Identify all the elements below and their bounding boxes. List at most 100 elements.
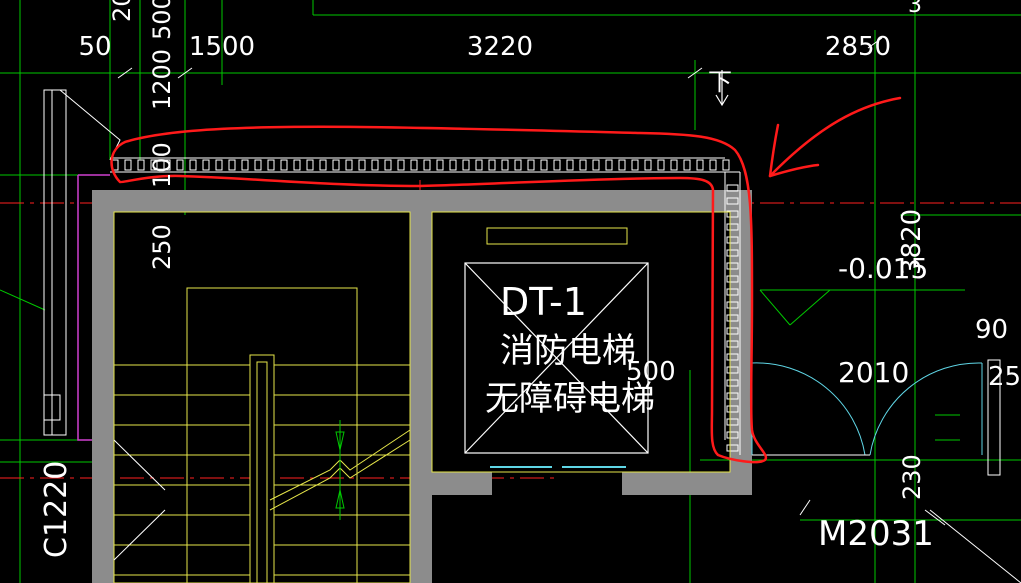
rail-tick bbox=[241, 159, 249, 171]
dim-top-2850: 2850 bbox=[825, 32, 891, 62]
rail-tick bbox=[215, 159, 223, 171]
rail-tick bbox=[726, 301, 739, 309]
rail-tick bbox=[163, 159, 171, 171]
rail-tick bbox=[345, 159, 353, 171]
rail-tick bbox=[726, 379, 739, 387]
rail-tick bbox=[726, 210, 739, 218]
rail-tick bbox=[254, 159, 262, 171]
rail-tick bbox=[579, 159, 587, 171]
dim-top-3: 3 bbox=[908, 0, 922, 18]
rail-tick bbox=[540, 159, 548, 171]
rail-tick bbox=[293, 159, 301, 171]
door-ref-mark bbox=[799, 499, 946, 526]
dim-left-1200: 1200 bbox=[148, 49, 176, 110]
rail-tick bbox=[189, 159, 197, 171]
rail-tick bbox=[592, 159, 600, 171]
dim-right-2010: 2010 bbox=[838, 356, 909, 389]
stair-arrow bbox=[335, 420, 345, 520]
rail-tick bbox=[726, 223, 739, 231]
dim-top-1500: 1500 bbox=[189, 32, 255, 62]
door-code-label: M2031 bbox=[818, 514, 934, 554]
dim-ticks bbox=[117, 37, 883, 79]
dim-left-20: 20 bbox=[108, 0, 136, 22]
elevator-accessible-label: 无障碍电梯 bbox=[485, 379, 655, 419]
window-left bbox=[43, 89, 121, 436]
rail-tick bbox=[726, 184, 739, 192]
rail-tick bbox=[410, 159, 418, 171]
level-label: -0.015 bbox=[838, 252, 928, 285]
rail-tick bbox=[150, 159, 158, 171]
annotation-loop bbox=[110, 96, 902, 464]
rail-tick bbox=[527, 159, 535, 171]
rail-tick bbox=[726, 366, 739, 374]
rail-tick bbox=[726, 314, 739, 322]
rail-tick bbox=[726, 353, 739, 361]
rail-tick bbox=[726, 275, 739, 283]
rail-tick bbox=[726, 262, 739, 270]
rail-tick bbox=[137, 159, 145, 171]
rail-tick bbox=[726, 418, 739, 426]
rail-tick bbox=[319, 159, 327, 171]
rail-tick bbox=[553, 159, 561, 171]
rail-tick bbox=[709, 159, 717, 171]
rail-tick bbox=[514, 159, 522, 171]
down-arrow-icon bbox=[715, 70, 729, 107]
rail-tick bbox=[726, 405, 739, 413]
rail-tick bbox=[384, 159, 392, 171]
rail-tick bbox=[726, 197, 739, 205]
rail-tick bbox=[566, 159, 574, 171]
rail-tick bbox=[202, 159, 210, 171]
rail-tick bbox=[726, 444, 739, 452]
railing-ticks bbox=[111, 159, 739, 452]
right-wall-edge bbox=[752, 359, 1021, 583]
elevator-car bbox=[464, 262, 649, 454]
rail-tick bbox=[423, 159, 431, 171]
rail-tick bbox=[267, 159, 275, 171]
dim-mid-500: 500 bbox=[626, 357, 676, 387]
rail-tick bbox=[726, 249, 739, 257]
rail-tick bbox=[280, 159, 288, 171]
dim-left-100: 100 bbox=[148, 142, 176, 188]
rail-tick bbox=[726, 392, 739, 400]
down-label: 下 bbox=[708, 68, 732, 96]
rail-tick bbox=[605, 159, 613, 171]
rail-tick bbox=[726, 340, 739, 348]
dim-left-250: 250 bbox=[148, 224, 176, 270]
dim-left-500: 500 bbox=[148, 0, 176, 40]
rail-tick bbox=[644, 159, 652, 171]
rail-tick bbox=[726, 327, 739, 335]
rail-tick bbox=[631, 159, 639, 171]
elevator-shaft bbox=[431, 211, 731, 473]
elevator-fire-label: 消防电梯 bbox=[500, 331, 636, 371]
elevator-code: DT-1 bbox=[500, 280, 587, 324]
rail-tick bbox=[670, 159, 678, 171]
rail-tick bbox=[726, 431, 739, 439]
stair bbox=[113, 211, 411, 583]
magenta-outline bbox=[77, 174, 110, 441]
dim-right-90: 90 bbox=[975, 315, 1008, 345]
dim-right-230: 230 bbox=[898, 454, 926, 500]
rail-tick bbox=[683, 159, 691, 171]
railing-top bbox=[110, 157, 741, 455]
rail-tick bbox=[436, 159, 444, 171]
dim-right-3820: 3820 bbox=[897, 209, 927, 275]
dim-right-25: 25 bbox=[988, 362, 1021, 392]
rail-tick bbox=[475, 159, 483, 171]
rail-tick bbox=[618, 159, 626, 171]
rail-tick bbox=[722, 159, 730, 171]
rail-tick bbox=[124, 159, 132, 171]
dim-top-3220: 3220 bbox=[467, 32, 533, 62]
rail-tick bbox=[501, 159, 509, 171]
rail-tick bbox=[332, 159, 340, 171]
rail-tick bbox=[358, 159, 366, 171]
rail-tick bbox=[306, 159, 314, 171]
rail-tick bbox=[176, 159, 184, 171]
rail-tick bbox=[397, 159, 405, 171]
dim-top-50: 50 bbox=[78, 32, 111, 62]
rail-tick bbox=[228, 159, 236, 171]
rail-tick bbox=[462, 159, 470, 171]
stair-diagonal bbox=[113, 439, 166, 561]
